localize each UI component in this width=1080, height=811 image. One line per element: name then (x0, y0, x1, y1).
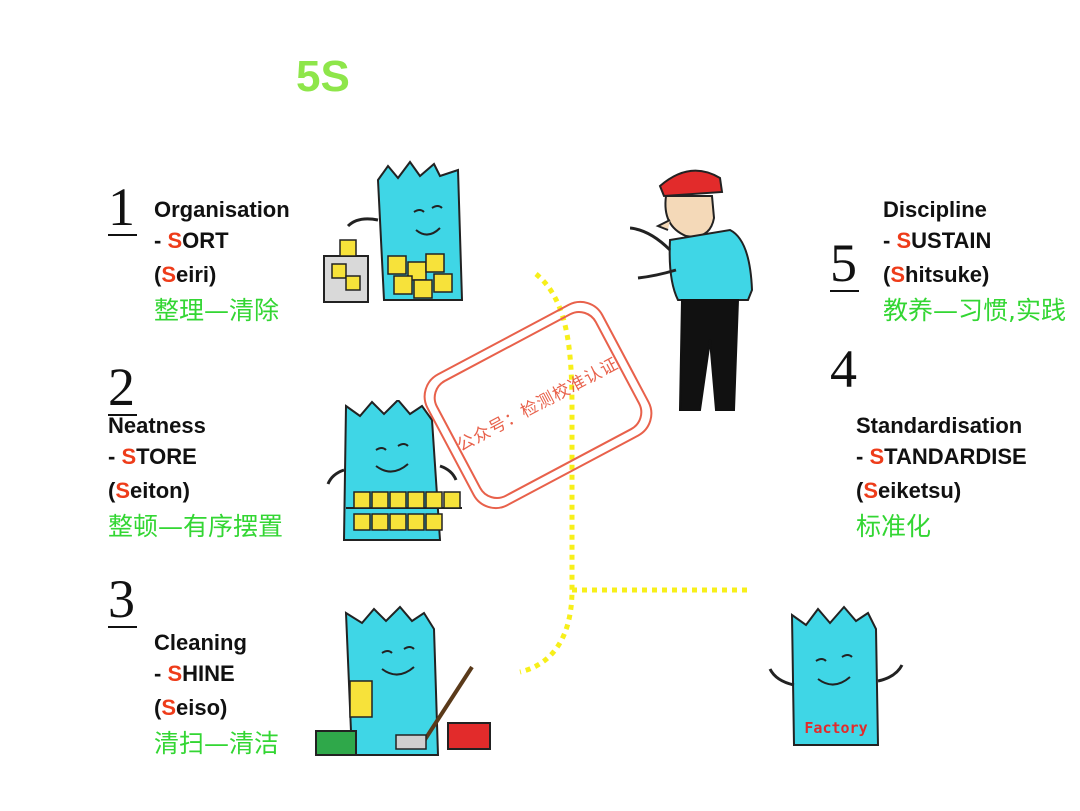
page-title: 5S (296, 52, 350, 101)
step-1-text: Organisation - SORT (Seiri) 整理—清除 (154, 194, 290, 328)
step-5-name: Discipline (883, 197, 987, 222)
step-2-text: Neatness - STORE (Seiton) 整顿—有序摆置 (108, 410, 283, 544)
mascot-shelf (326, 400, 462, 541)
mascot-cleaning (315, 605, 491, 756)
step-2-s-letter: S (121, 444, 137, 469)
step-4-s-letter: S (869, 444, 885, 469)
factory-label: Factory (804, 719, 867, 737)
step-4-paren: ( (856, 478, 864, 503)
step-1-chinese: 整理—清除 (154, 296, 280, 325)
step-3-japanese-term: eiso) (176, 695, 228, 720)
step-5-english-term: USTAIN (911, 228, 992, 253)
step-5-dash: - (883, 228, 897, 253)
step-4-dash: - (856, 444, 870, 469)
step-1-japanese-s: S (161, 262, 177, 287)
step-number-1: 1 (108, 177, 137, 237)
step-3-text: Cleaning - SHINE (Seiso) 清扫—清洁 (154, 627, 279, 761)
step-2-chinese: 整顿—有序摆置 (108, 512, 284, 541)
step-2-japanese-s: S (115, 478, 131, 503)
step-5-paren: ( (883, 262, 891, 287)
step-3-paren: ( (154, 695, 162, 720)
factory-mascot: Factory (768, 605, 904, 746)
step-1-name: Organisation (154, 197, 290, 222)
step-5-text: Discipline - SUSTAIN (Shitsuke) 教养—习惯,实践 (883, 194, 1066, 328)
step-3-japanese-s: S (161, 695, 177, 720)
step-2-english-term: TORE (136, 444, 197, 469)
step-1-dash: - (154, 228, 168, 253)
step-5-japanese-s: S (890, 262, 906, 287)
step-5-japanese-term: hitsuke) (905, 262, 990, 287)
step-1-english-term: ORT (182, 228, 229, 253)
step-2-name: Neatness (108, 413, 206, 438)
step-1-paren: ( (154, 262, 162, 287)
step-2-dash: - (108, 444, 122, 469)
step-4-text: Standardisation - STANDARDISE (Seiketsu)… (856, 410, 1027, 544)
step-number-5: 5 (830, 233, 859, 293)
step-3-dash: - (154, 661, 168, 686)
step-number-4: 4 (830, 339, 857, 399)
step-3-chinese: 清扫—清洁 (154, 729, 280, 758)
step-2-paren: ( (108, 478, 116, 503)
step-2-japanese-term: eiton) (130, 478, 190, 503)
step-4-chinese: 标准化 (856, 512, 932, 541)
step-5-s-letter: S (896, 228, 912, 253)
step-3-english-term: HINE (182, 661, 235, 686)
supervisor-figure (630, 169, 754, 411)
step-1-japanese-term: eiri) (176, 262, 217, 287)
step-4-english-term: TANDARDISE (884, 444, 1027, 469)
step-number-3: 3 (108, 569, 137, 629)
mascot-sorting-boxes (323, 160, 464, 303)
step-4-japanese-s: S (863, 478, 879, 503)
step-4-name: Standardisation (856, 413, 1023, 438)
step-3-name: Cleaning (154, 630, 247, 655)
step-5-chinese: 教养—习惯,实践 (883, 296, 1066, 325)
step-4-japanese-term: eiketsu) (878, 478, 962, 503)
step-number-2: 2 (108, 357, 137, 417)
step-3-s-letter: S (167, 661, 183, 686)
step-1-s-letter: S (167, 228, 183, 253)
